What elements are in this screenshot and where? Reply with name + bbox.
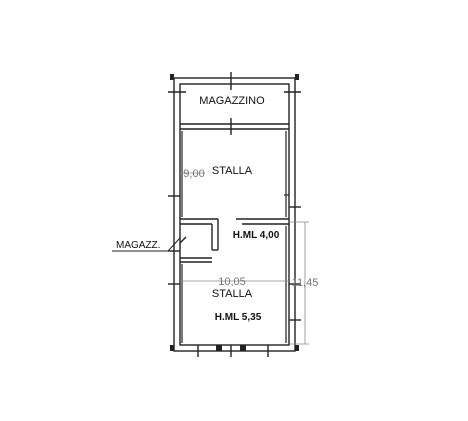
wall-magazzino-stalla [180, 123, 289, 130]
door-marks [170, 74, 299, 351]
upper-stalla-edges [181, 131, 289, 343]
outer-walls [173, 77, 296, 352]
room-label-stalla-lower: STALLA [212, 288, 253, 300]
wall-ticks [168, 72, 301, 357]
dimension-lines [180, 172, 309, 345]
wall-magazz-room [179, 219, 219, 263]
magazz-leader [112, 237, 181, 252]
room-label-magazzino: MAGAZZINO [199, 95, 265, 107]
height-label-lower: H.ML 5,35 [215, 312, 262, 323]
dimension-upper-width: 9,00 [183, 168, 204, 180]
height-label-upper: H.ML 4,00 [233, 230, 280, 241]
room-label-stalla-upper: STALLA [212, 165, 253, 177]
room-label-magazz: MAGAZZ. [116, 240, 160, 251]
dimension-lower-width: 10,05 [218, 276, 246, 288]
wall-stalla-divider [180, 218, 289, 225]
dimension-total-depth: 11,45 [292, 277, 319, 289]
